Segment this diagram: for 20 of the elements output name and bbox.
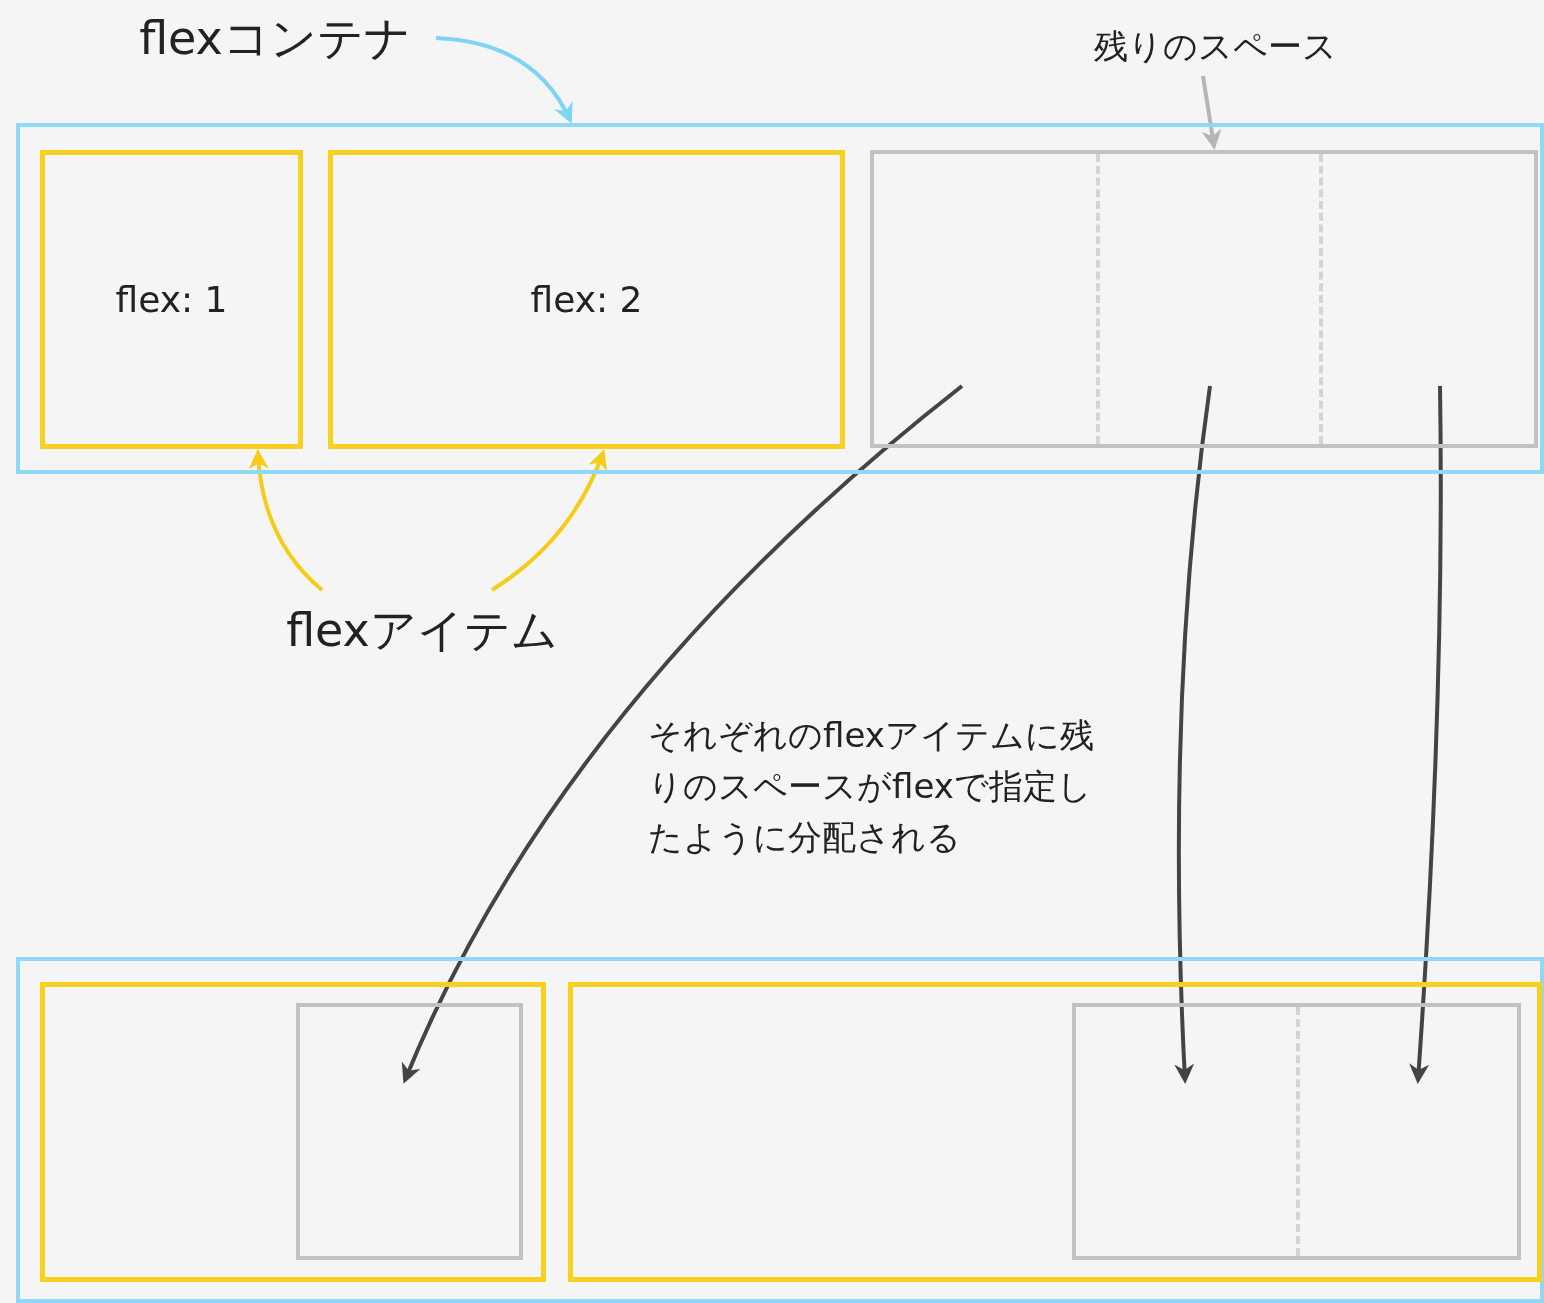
callout-text: flexコンテナ (120, 8, 430, 70)
flex-item-box (40, 982, 546, 1282)
callout-text: 残りのスペース (1070, 22, 1360, 72)
arrow (490, 449, 607, 592)
arrow (249, 449, 324, 592)
flex-item-box: flex: 2 (328, 150, 845, 449)
space-box (1072, 1003, 1521, 1260)
arrow (435, 36, 572, 124)
flex-item-box (568, 982, 1542, 1282)
arrow (1174, 385, 1212, 1084)
callout-text: flexアイテム (262, 598, 582, 664)
space-box (870, 150, 1538, 448)
flex-container-box (16, 957, 1544, 1303)
flex-item-box: flex: 1 (40, 150, 303, 449)
note-text: それぞれのflexアイテムに残りのスペースがflexで指定したように分配される (648, 714, 1095, 859)
flex-container-box (16, 123, 1544, 474)
arrow (1201, 75, 1222, 150)
arrow (402, 384, 964, 1084)
space-box (296, 1003, 523, 1260)
arrow (1409, 385, 1443, 1084)
